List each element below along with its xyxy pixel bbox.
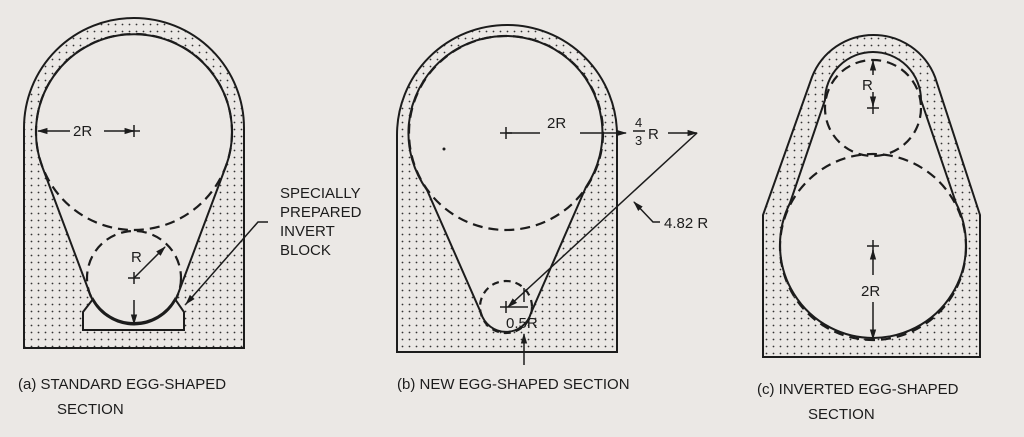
- figure-a-large-center-mark: [128, 125, 140, 137]
- figure-a-radius-r: R: [131, 249, 142, 266]
- figure-a-dim-2r: 2R: [73, 123, 92, 140]
- figure-a-radius-line: [133, 246, 166, 279]
- figure-b-new-egg-section: 2R 4 3 R 4.82 R 0.5R (b) NEW EGG-SHAPED …: [396, 24, 708, 393]
- figure-b-dim-2r: 2R: [547, 115, 566, 132]
- figure-a-callout-line3: INVERT: [280, 223, 335, 240]
- figure-b-small-center-mark: [500, 288, 528, 313]
- figure-a-standard-egg-section: 2R R SPECIALLY PREPARED INVERT BLOCK (a)…: [18, 17, 362, 418]
- figure-c-caption-line2: SECTION: [808, 406, 875, 423]
- figure-a-callout-line4: BLOCK: [280, 242, 331, 259]
- figure-c-egg-outline: [779, 51, 967, 339]
- figure-b-caption-line1: (b) NEW EGG-SHAPED SECTION: [397, 376, 630, 393]
- figure-c-small-radius-label: R: [862, 77, 873, 94]
- figure-c-large-radius-label: 2R: [861, 283, 880, 300]
- figure-b-small-circle-dashed: [478, 279, 534, 335]
- figure-a-callout-line2: PREPARED: [280, 204, 362, 221]
- figure-b-small-radius-label: 0.5R: [506, 315, 538, 332]
- figure-b-dot: [442, 147, 446, 151]
- figure-a-callout-line1: SPECIALLY: [280, 185, 361, 202]
- figure-b-frac-unit: R: [648, 126, 659, 143]
- figure-a-caption-line2: SECTION: [57, 401, 124, 418]
- figure-a-bore: [35, 34, 233, 325]
- figure-a-callout-leader: [185, 221, 268, 305]
- figure-b-long-radius-line: [507, 132, 698, 308]
- figure-c-caption-line1: (c) INVERTED EGG-SHAPED: [757, 381, 959, 398]
- figure-c-inverted-egg-section: R 2R (c) INVERTED EGG-SHAPED SECTION: [757, 33, 981, 423]
- figure-b-egg-outline: [407, 34, 604, 333]
- figure-b-frac-numerator: 4: [635, 115, 642, 130]
- figure-b-long-radius-leader: [633, 201, 660, 223]
- figure-a-caption-line1: (a) STANDARD EGG-SHAPED: [18, 376, 226, 393]
- figure-b-frac-denominator: 3: [635, 133, 642, 148]
- figure-b-long-radius-label: 4.82 R: [664, 215, 708, 232]
